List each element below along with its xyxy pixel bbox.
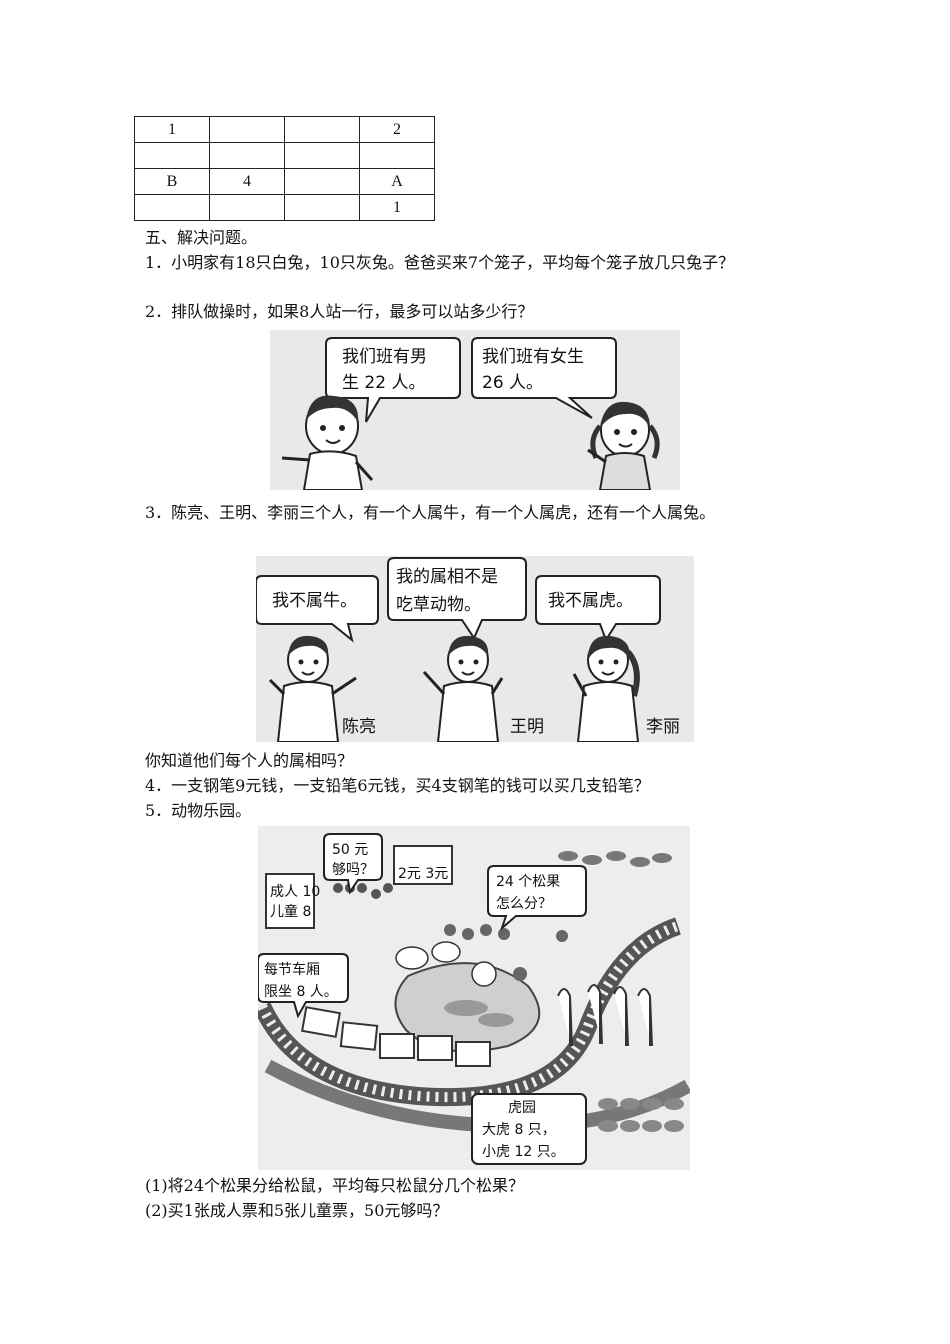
question-5: 5．动物乐园。 xyxy=(145,801,252,820)
bubble-text: 我不属虎。 xyxy=(548,591,633,611)
price-sign: 2元 3元 xyxy=(398,866,448,882)
crane-group xyxy=(557,984,653,1047)
name-label: 陈亮 xyxy=(342,717,376,737)
bear-group xyxy=(395,941,497,987)
grid-cell xyxy=(134,142,210,169)
bubble-text: 生 22 人。 xyxy=(342,373,425,393)
grid-row: 1 2 xyxy=(134,116,435,143)
speech-bubble xyxy=(471,337,617,419)
question-5-sub-1: (1)将24个松果分给松鼠，平均每只松鼠分几个松果？ xyxy=(145,1176,525,1195)
ticket-price-text: 成人 10 xyxy=(270,884,320,900)
speech-bubble xyxy=(535,575,661,643)
speech-bubble xyxy=(256,575,379,643)
section-title: 五、解决问题。 xyxy=(145,228,258,247)
boy-figure xyxy=(281,395,374,490)
bubble-text: 怎么分？ xyxy=(496,896,552,912)
bubble-text: 够吗？ xyxy=(332,862,374,878)
grid-cell: 1 xyxy=(134,116,210,143)
deer-herd xyxy=(558,851,672,867)
question-3: 3．陈亮、王明、李丽三个人，有一个人属牛，有一个人属虎，还有一个人属兔。 xyxy=(145,503,716,522)
ticket-price-text: 儿童 8 xyxy=(270,903,311,920)
child-lili xyxy=(572,635,640,742)
squirrel-group xyxy=(444,924,568,981)
number-grid: 1 2 B 4 A 1 xyxy=(134,116,435,221)
bubble-text: 24 个松果 xyxy=(496,874,560,890)
child-wangming xyxy=(422,635,504,742)
grid-cell xyxy=(359,142,435,169)
grid-cell xyxy=(284,168,360,195)
q3-illustration: 我不属牛。 我的属相不是 吃草动物。 我不属虎。 xyxy=(256,556,694,742)
speech-bubble xyxy=(258,953,349,1019)
zoo-illustration: 成人 10 儿童 8 2元 3元 50 元 够吗？ 24 个松果 怎么分？ 每节… xyxy=(258,826,690,1170)
bubble-text: 50 元 xyxy=(332,842,368,858)
bubble-text: 我们班有男 xyxy=(342,347,427,367)
grid-cell: 2 xyxy=(359,116,435,143)
ticket-booth: 成人 10 儿童 8 xyxy=(265,873,320,929)
speech-bubble xyxy=(387,557,527,641)
grid-cell: 1 xyxy=(359,194,435,221)
bubble-text: 我不属牛。 xyxy=(272,591,357,611)
grid-cell xyxy=(284,142,360,169)
question-3-prompt: 你知道他们每个人的属相吗？ xyxy=(145,751,354,770)
sign-text: 小虎 12 只。 xyxy=(482,1144,565,1160)
grid-row: 1 xyxy=(134,194,435,221)
question-5-sub-2: (2)买1张成人票和5张儿童票，50元够吗？ xyxy=(145,1201,449,1220)
bubble-text: 26 人。 xyxy=(482,373,543,393)
question-4: 4．一支钢笔9元钱，一支铅笔6元钱，买4支钢笔的钱可以买几支铅笔？ xyxy=(145,776,650,795)
grid-cell xyxy=(284,116,360,143)
grid-cell: 4 xyxy=(209,168,285,195)
grid-row: B 4 A xyxy=(134,168,435,195)
shop-stand: 2元 3元 xyxy=(393,845,453,885)
sign-text: 虎园 xyxy=(508,1100,536,1116)
speech-bubble xyxy=(323,833,383,895)
sign-text: 大虎 8 只， xyxy=(482,1122,556,1138)
grid-cell: B xyxy=(134,168,210,195)
grid-cell xyxy=(209,194,285,221)
speech-bubble xyxy=(487,865,587,932)
speech-bubble xyxy=(325,337,461,423)
bubble-text: 每节车厢 xyxy=(264,961,320,978)
bubble-text: 我们班有女生 xyxy=(482,347,584,367)
grid-row xyxy=(134,142,435,169)
girl-figure xyxy=(587,401,660,490)
grid-cell: A xyxy=(359,168,435,195)
grid-cell xyxy=(284,194,360,221)
bubble-text: 吃草动物。 xyxy=(396,595,481,615)
grid-cell xyxy=(209,116,285,143)
bubble-text: 限坐 8 人。 xyxy=(264,984,338,1000)
child-chenliang xyxy=(268,635,357,742)
grid-cell xyxy=(134,194,210,221)
bubble-text: 我的属相不是 xyxy=(396,567,498,587)
question-1: 1．小明家有18只白兔，10只灰兔。爸爸买来7个笼子，平均每个笼子放几只兔子？ xyxy=(145,253,735,272)
q2-illustration: 我们班有男 生 22 人。 我们班有女生 26 人。 xyxy=(270,330,680,490)
question-2: 2．排队做操时，如果8人站一行，最多可以站多少行？ xyxy=(145,302,534,321)
tiger-garden-sign: 虎园 大虎 8 只， 小虎 12 只。 xyxy=(471,1093,587,1165)
name-label: 王明 xyxy=(510,717,544,737)
train xyxy=(301,1006,491,1067)
grid-cell xyxy=(209,142,285,169)
tiger-group xyxy=(598,1098,684,1132)
name-label: 李丽 xyxy=(646,717,680,737)
